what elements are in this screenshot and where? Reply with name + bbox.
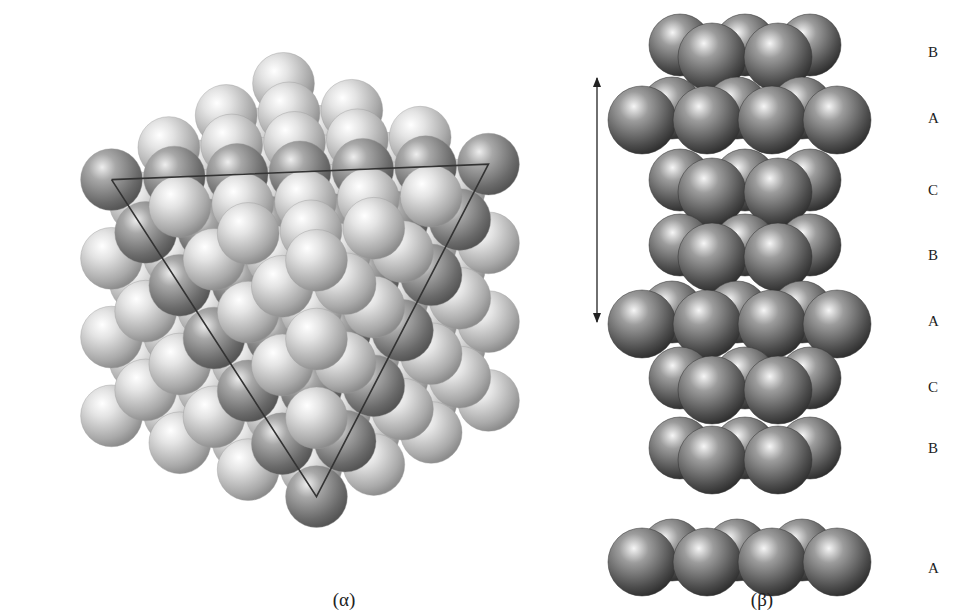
layer-letter: B [928,45,938,60]
atom-sphere [744,426,812,494]
stacking-layers [608,14,871,596]
atom-sphere [673,528,741,596]
layer-letter: A [928,561,939,576]
atom-sphere [400,165,462,227]
atom-sphere [738,528,806,596]
layer-letter: A [928,111,939,126]
atom-sphere [149,176,211,238]
atom-sphere [678,356,746,424]
plane-triangle [112,164,489,496]
atom-sphere [608,528,676,596]
atom-sphere [608,86,676,154]
atom-sphere [608,290,676,358]
atom-sphere [286,387,348,449]
layer-letter: B [928,248,938,263]
panel-caption: (β) [751,590,773,609]
atom-sphere [286,229,348,291]
layer-letter: B [928,441,938,456]
atom-sphere [678,426,746,494]
atom-sphere [803,86,871,154]
atom-sphere [673,86,741,154]
atom-sphere [217,203,279,265]
atom-sphere [343,197,405,259]
atom-sphere [803,528,871,596]
panel-caption: (α) [333,590,356,609]
layer-letter: C [928,380,938,395]
layer-letter: A [928,314,939,329]
atom-sphere [738,86,806,154]
atom-sphere [744,356,812,424]
period-arrow [596,78,597,322]
fcc-cube [81,53,520,528]
layer-letter: C [928,183,938,198]
atom-sphere [286,308,348,370]
